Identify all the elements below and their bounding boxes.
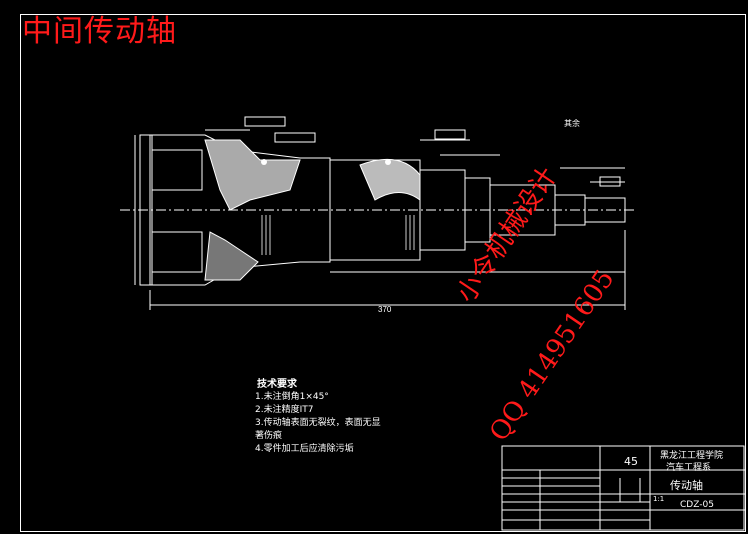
drawing-title: 中间传动轴 [22, 14, 177, 49]
tb-part-name: 传动轴 [670, 479, 703, 492]
left-flange [139, 134, 153, 286]
yoke-section-top [204, 139, 301, 211]
shaft-end [584, 197, 626, 223]
drawing-frame [20, 14, 746, 532]
tech-item: 4.零件加工后应清除污垢 [255, 444, 354, 454]
tb-department: 汽车工程系 [666, 463, 712, 473]
title-block-frame [501, 445, 745, 531]
tech-item: 2.未注精度IT7 [255, 405, 314, 415]
tech-requirements: 技术要求 1.未注倒角1×45° 2.未注精度IT7 3.传动轴表面无裂纹，表面… [255, 378, 381, 456]
tech-item: 3.传动轴表面无裂纹，表面无显 [255, 418, 381, 428]
flange-bore-bottom [151, 231, 203, 273]
mid-section [359, 158, 421, 201]
tech-item: 1.未注倒角1×45° [255, 392, 329, 402]
overall-length: 370 [378, 305, 392, 314]
roughness-label: 其余 [564, 118, 580, 128]
tech-item: 著伤痕 [255, 431, 283, 441]
yoke-section-bottom [204, 231, 259, 281]
tech-heading: 技术要求 [257, 379, 297, 390]
tb-scale: 1:1 [653, 495, 665, 503]
tb-drawing-no: CDZ-05 [680, 500, 714, 510]
tb-material: 45 [624, 455, 638, 468]
tb-school: 黑龙江工程学院 [660, 451, 724, 461]
flange-bore-top [151, 149, 203, 191]
